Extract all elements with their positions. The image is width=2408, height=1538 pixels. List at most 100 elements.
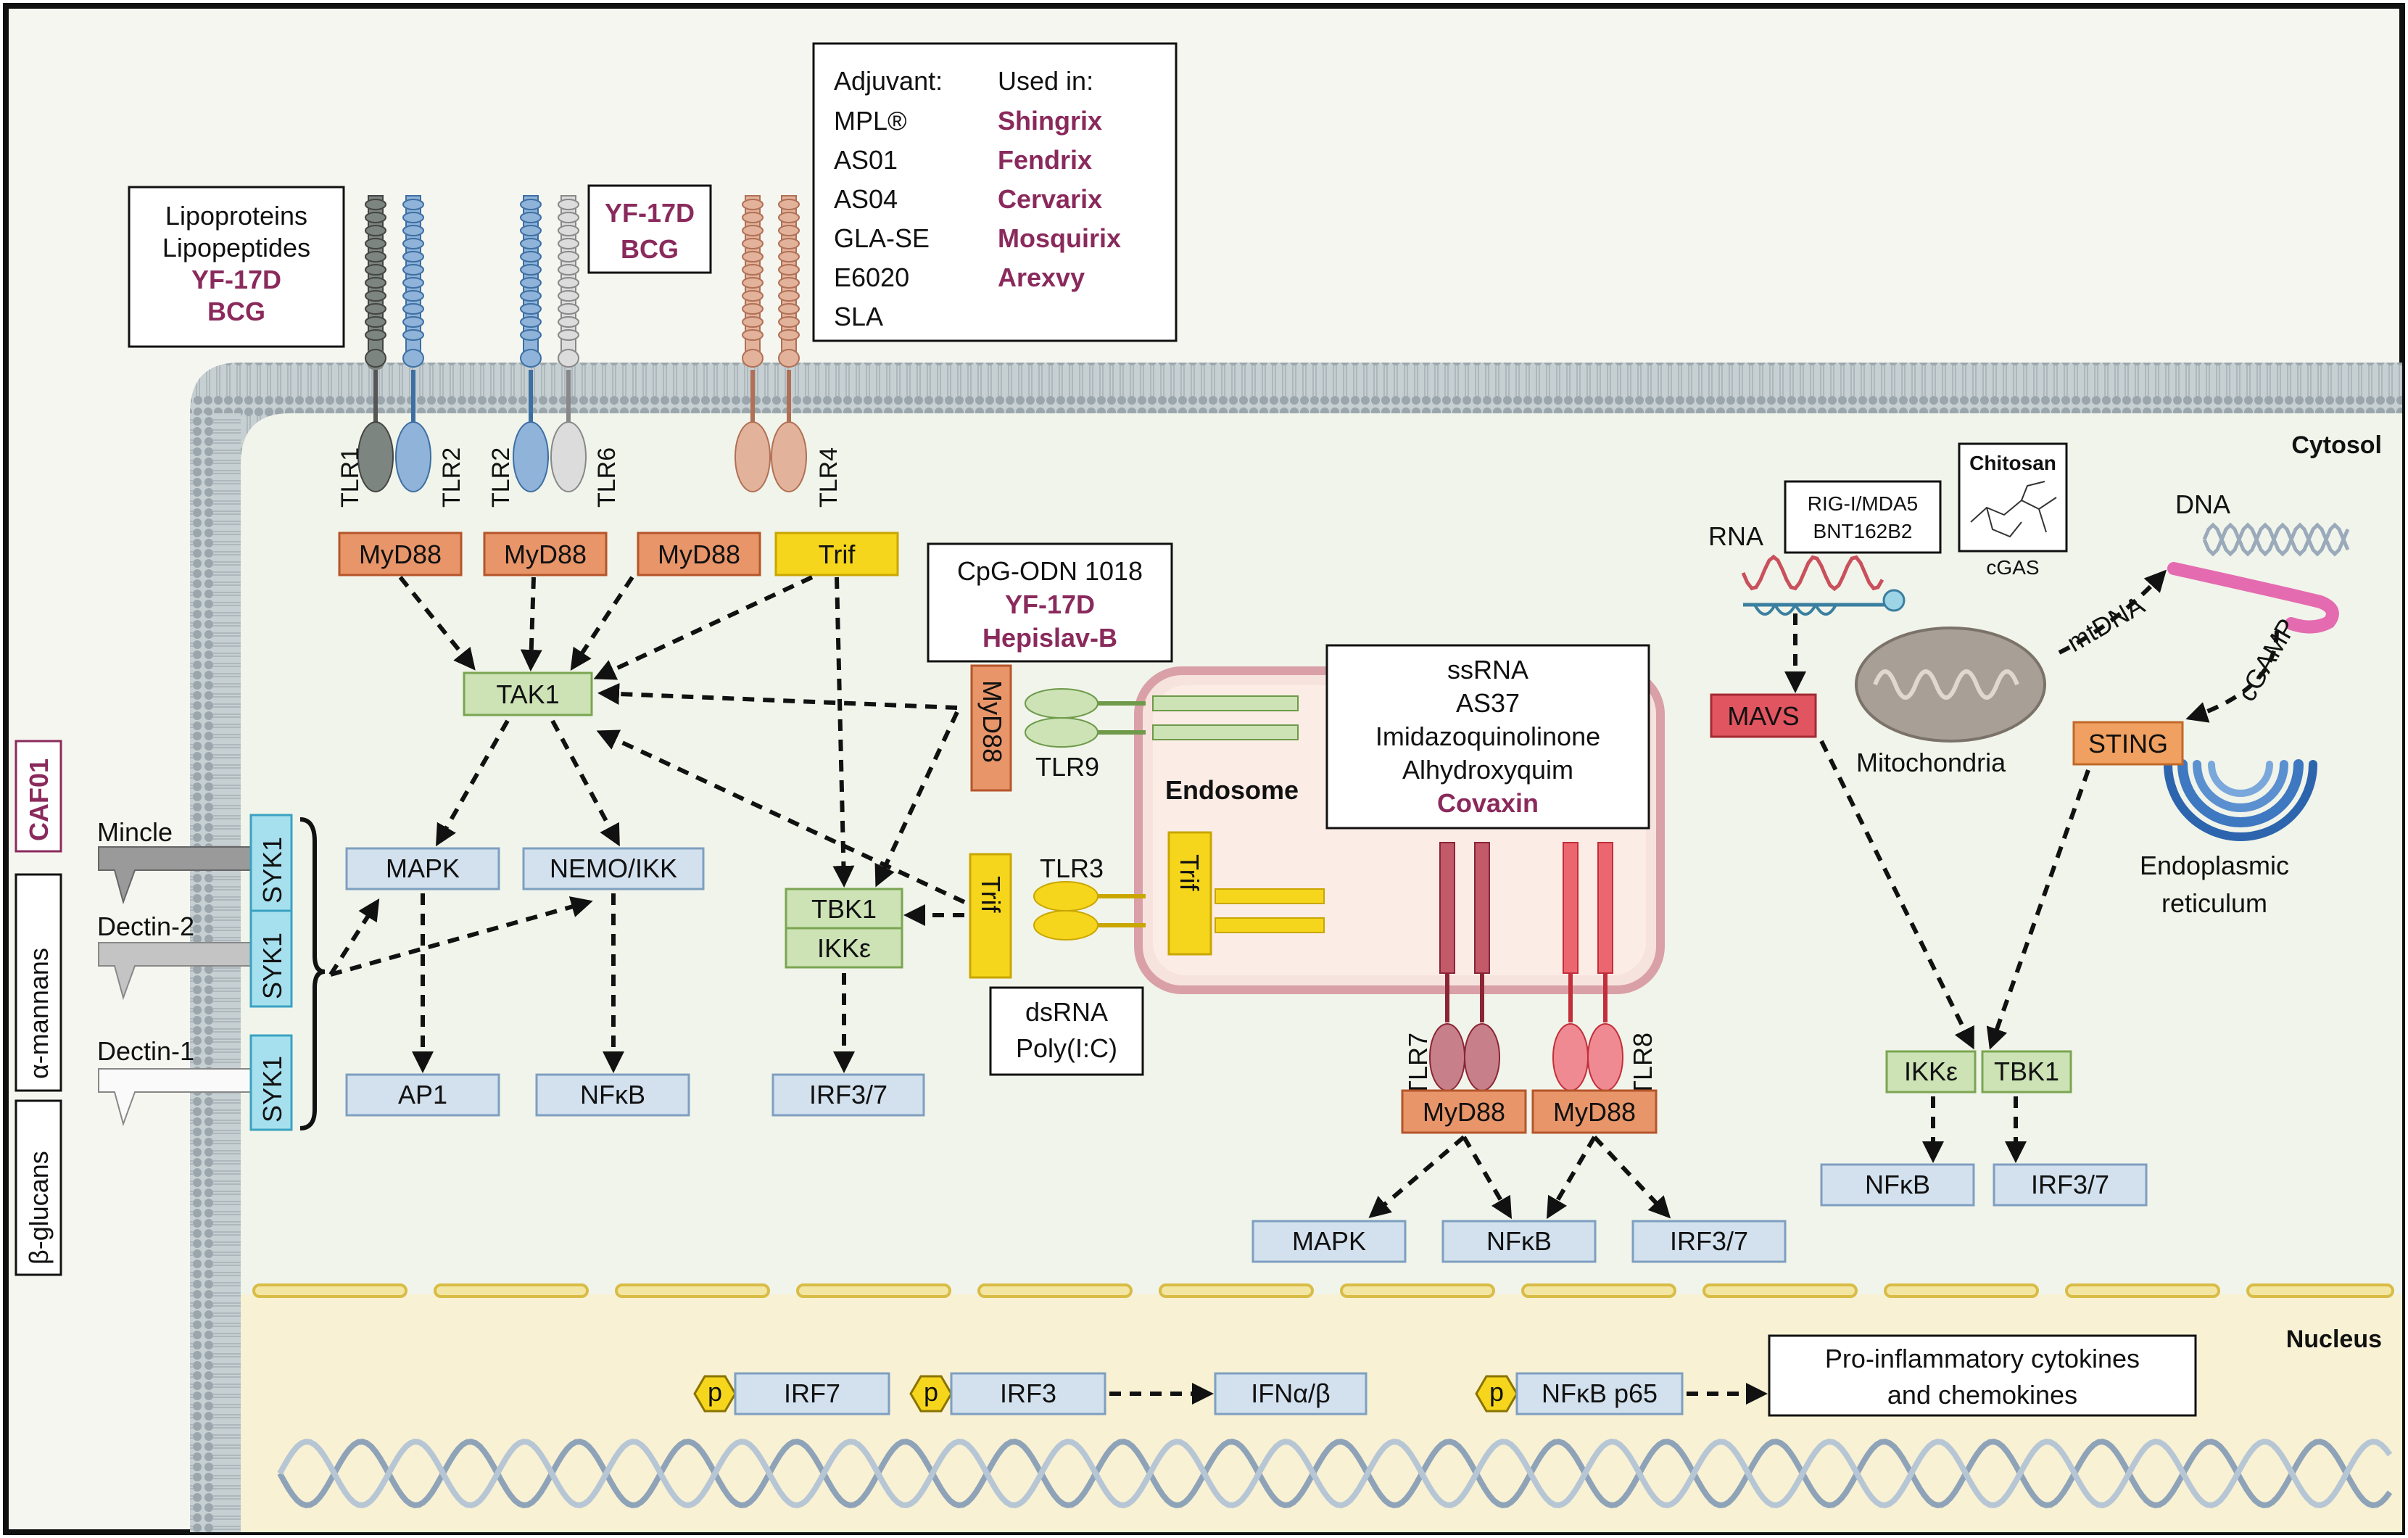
tlr-ectodomain-repeat <box>778 212 800 223</box>
tlr-ectodomain-repeat <box>778 225 800 236</box>
svg-text:Chitosan: Chitosan <box>1969 452 2056 474</box>
tlr-ectodomain-repeat <box>365 199 386 210</box>
tlr-ectodomain-repeat <box>742 264 764 276</box>
used-in-cell: Arexvy <box>998 262 1085 292</box>
tlr-ectodomain-repeat <box>402 290 424 302</box>
irf37-node-right: IRF3/7 <box>1993 1163 2148 1207</box>
tlr-ectodomain-repeat <box>365 251 386 262</box>
svg-text:Covaxin: Covaxin <box>1437 788 1539 818</box>
tlr-ectodomain-repeat <box>520 199 542 210</box>
tlr4-label: TLR4 <box>815 447 843 508</box>
svg-text:Dectin-2: Dectin-2 <box>97 911 194 941</box>
dectin2-receptor: Dectin-2 <box>97 911 252 1001</box>
tlr-ectodomain-repeat <box>402 329 424 341</box>
mapk-node-endosomal: MAPK <box>1251 1220 1407 1263</box>
ligand-box-tlr3: dsRNA Poly(I:C) <box>989 986 1144 1076</box>
svg-text:p: p <box>924 1377 938 1407</box>
tlr-ectodomain-repeat <box>778 290 800 302</box>
tlr-ectodomain-repeat <box>402 251 424 262</box>
svg-text:CpG-ODN 1018: CpG-ODN 1018 <box>957 556 1143 586</box>
tlr-ectodomain-repeat <box>520 290 542 302</box>
svg-text:SYK1: SYK1 <box>257 1056 287 1123</box>
tlr-ectodomain-repeat <box>365 212 386 223</box>
tlr-ectodomain-repeat <box>742 212 764 223</box>
tlr-ectodomain-repeat <box>520 238 542 249</box>
svg-text:YF-17D: YF-17D <box>605 198 695 228</box>
ligand-box-tlr26: YF-17D BCG <box>587 184 712 274</box>
nfkb-node-endosomal: NFκB <box>1441 1220 1597 1263</box>
svg-text:TAK1: TAK1 <box>496 679 559 709</box>
svg-text:IRF3/7: IRF3/7 <box>2031 1170 2109 1199</box>
tlr-ectodomain-repeat <box>778 316 800 328</box>
svg-text:TBK1: TBK1 <box>811 894 877 924</box>
svg-text:cGAS: cGAS <box>1986 556 2039 579</box>
used-in-cell: Fendrix <box>998 145 1092 175</box>
tlr-transmembrane-knob <box>520 349 542 368</box>
tlr-ectodomain-repeat <box>558 264 579 276</box>
er-icon <box>2164 759 2317 841</box>
svg-text:MyD88: MyD88 <box>504 539 587 569</box>
tlr-ectodomain-repeat <box>558 303 579 315</box>
adjuvant-cell: AS04 <box>834 184 898 214</box>
svg-text:p: p <box>708 1377 722 1407</box>
tlr-ectodomain-repeat <box>520 303 542 315</box>
tlr2b-label: TLR2 <box>487 447 515 508</box>
tlr-ectodomain-repeat <box>558 199 579 210</box>
tlr-ectodomain-repeat <box>365 225 386 236</box>
tlr6-label: TLR6 <box>593 447 621 508</box>
tbk1-node-right: TBK1 <box>1981 1050 2072 1093</box>
tlr-transmembrane-knob <box>365 349 386 368</box>
tlr-ectodomain-repeat <box>365 290 386 302</box>
svg-text:ssRNA: ssRNA <box>1447 655 1528 685</box>
tlr-ectodomain-repeat <box>558 277 579 289</box>
tlr-ectodomain-repeat <box>742 290 764 302</box>
nfkb-node-left: NFκB <box>535 1073 690 1117</box>
beta-glucans-label-box: β-glucans <box>15 1099 62 1276</box>
svg-text:TLR7: TLR7 <box>1403 1033 1433 1096</box>
svg-text:MyD88: MyD88 <box>359 539 442 569</box>
tlr-ectodomain-repeat <box>520 316 542 328</box>
svg-text:Trif: Trif <box>1175 854 1204 892</box>
tlr-ectodomain-repeat <box>742 303 764 315</box>
tlr-transmembrane-knob <box>742 349 764 368</box>
svg-text:Lipoproteins: Lipoproteins <box>165 201 307 231</box>
ligand-box-tlr78: ssRNA AS37 Imidazoquinolinone Alhydroxyq… <box>1325 644 1650 830</box>
dna-cytosolic-icon <box>2167 522 2350 634</box>
nucleus-label: Nucleus <box>2286 1326 2382 1353</box>
tlr-ectodomain-repeat <box>558 290 579 302</box>
svg-text:dsRNA: dsRNA <box>1025 997 1108 1027</box>
svg-text:CAF01: CAF01 <box>24 758 54 841</box>
ikke-node-right: IKKε <box>1885 1050 1977 1093</box>
tlr-transmembrane-knob <box>778 349 800 368</box>
svg-text:α-mannans: α-mannans <box>24 948 54 1079</box>
svg-text:STING: STING <box>2088 729 2168 758</box>
svg-text:AP1: AP1 <box>398 1080 447 1109</box>
used-in-header: Used in: <box>998 66 1093 96</box>
adjuvant-cell: AS01 <box>834 145 898 175</box>
alpha-mannans-label-box: α-mannans <box>15 873 62 1092</box>
cytokines-box: Pro-inflammatory cytokines and chemokine… <box>1768 1334 2197 1417</box>
svg-text:Poly(I:C): Poly(I:C) <box>1016 1033 1117 1063</box>
svg-text:NEMO/IKK: NEMO/IKK <box>550 853 677 883</box>
tlr-ectodomain-repeat <box>520 264 542 276</box>
tlr-ectodomain-repeat <box>742 225 764 236</box>
mitochondria-icon <box>1855 627 2046 743</box>
tlr-ectodomain-repeat <box>778 303 800 315</box>
tlr-ectodomain-repeat <box>520 225 542 236</box>
svg-text:SYK1: SYK1 <box>257 933 287 999</box>
tlr-ectodomain-repeat <box>558 212 579 223</box>
er-label-line2: reticulum <box>2161 888 2267 918</box>
tlr-ectodomain-repeat <box>742 238 764 249</box>
svg-text:TLR3: TLR3 <box>1040 853 1104 883</box>
dna-helix <box>277 1439 2393 1508</box>
svg-text:SYK1: SYK1 <box>257 837 287 904</box>
adjuvant-cell: MPL® <box>834 106 907 136</box>
irf7-nuclear-node: IRF7 <box>734 1372 890 1415</box>
nfkb-p65-node: NFκB p65 <box>1515 1372 1684 1415</box>
chitosan-box: Chitosan cGAS <box>1958 442 2068 579</box>
tlr-ectodomain-repeat <box>365 316 386 328</box>
ifn-node: IFNα/β <box>1214 1372 1368 1415</box>
svg-text:Dectin-1: Dectin-1 <box>97 1036 194 1066</box>
myd88-tlr7: MyD88 <box>1401 1089 1527 1134</box>
syk-brace <box>299 817 326 1130</box>
